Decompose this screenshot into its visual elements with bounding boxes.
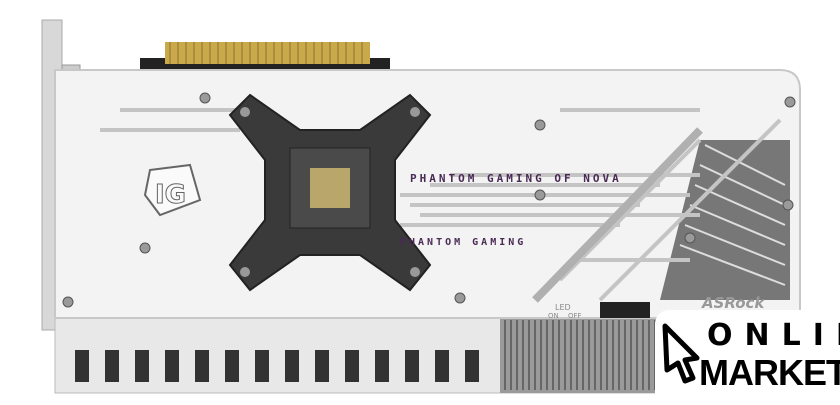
brand-logo: ASRock	[701, 294, 765, 312]
watermark-line1: ONLINE	[707, 318, 840, 353]
screws	[62, 92, 796, 308]
led-switch	[600, 302, 650, 318]
led-off-label: OFF	[568, 312, 582, 320]
pg-emblem	[143, 163, 202, 217]
svg-text:IG: IG	[155, 180, 186, 210]
watermark-line2: MARKET	[699, 352, 840, 393]
led-label: LED	[555, 303, 571, 312]
led-on-label: ON	[548, 312, 559, 320]
watermark: ONLINE MARKET	[655, 310, 840, 400]
x-retention-bracket	[228, 93, 432, 292]
cursor-arrow-icon	[662, 323, 700, 384]
series-text-mid: PHANTOM GAMING	[400, 237, 526, 248]
series-text-top: PHANTOM GAMING OF NOVA	[410, 172, 622, 185]
